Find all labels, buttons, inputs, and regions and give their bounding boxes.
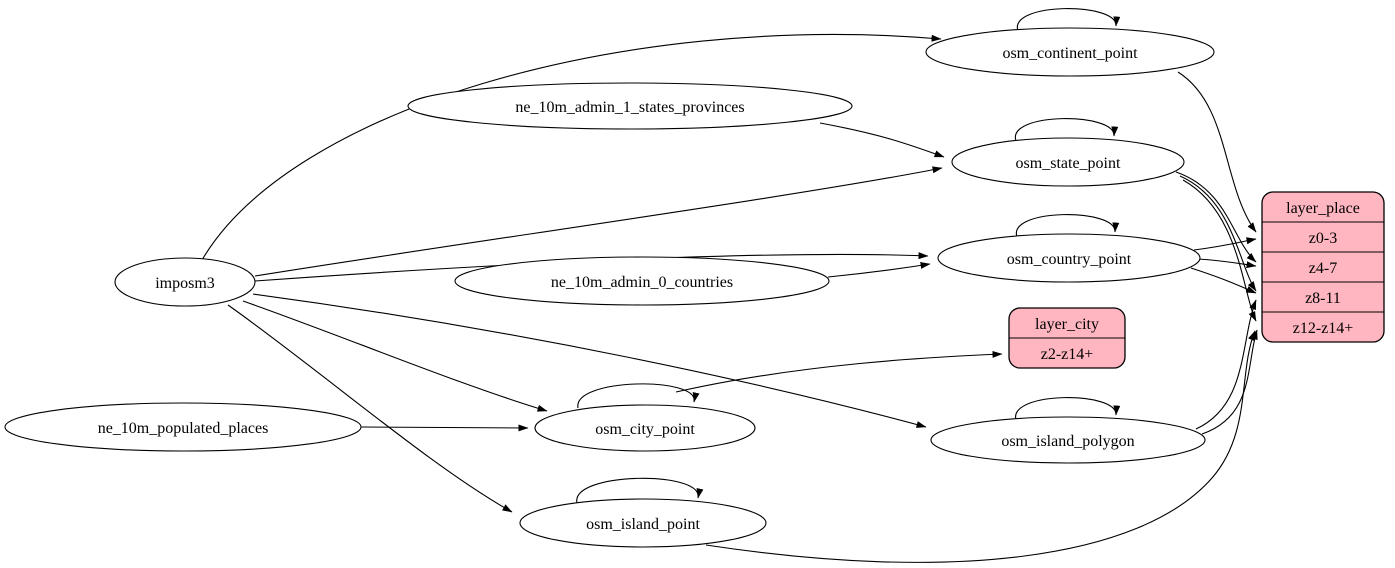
node-ne-10m-admin-1-states-provinces-shape bbox=[407, 82, 853, 130]
self-loop-osm-state-point bbox=[1015, 118, 1119, 142]
record-layer-place-title: layer_place bbox=[1286, 200, 1360, 217]
edge-osm-state-point-to-layer-place-z8-11 bbox=[1179, 175, 1257, 292]
node-ne-10m-admin-0-countries: ne_10m_admin_0_countries bbox=[454, 256, 830, 306]
node-osm-country-point-label: osm_country_point bbox=[1007, 251, 1132, 268]
node-osm-city-point-shape bbox=[534, 404, 756, 452]
edge-imposm3-to-osm-island-polygon bbox=[252, 293, 927, 428]
edge-osm-continent-point-to-layer-place-z0-3 bbox=[1177, 71, 1257, 233]
edge-ne-10m-admin-0-countries-to-osm-country-point bbox=[827, 262, 931, 278]
record-layer-place-row-z4-7: z4-7 bbox=[1309, 260, 1337, 277]
node-imposm3-shape bbox=[114, 257, 256, 307]
edge-osm-country-point-to-layer-place-z4-7 bbox=[1197, 258, 1257, 269]
record-layer-place-box bbox=[1261, 191, 1385, 343]
edge-osm-state-point-to-layer-place-z4-7 bbox=[1175, 171, 1257, 263]
self-loop-osm-island-polygon bbox=[1015, 397, 1121, 421]
record-layer-city-row-z2-z14: z2-z14+ bbox=[1041, 346, 1094, 363]
self-loop-osm-country-point bbox=[1016, 214, 1120, 238]
record-layer-city: layer_city z2-z14+ bbox=[1008, 307, 1126, 369]
edge-osm-island-point-to-layer-place-z12-z14 bbox=[705, 330, 1256, 563]
node-ne-10m-admin-1-states-provinces-label: ne_10m_admin_1_states_provinces bbox=[515, 99, 744, 116]
node-osm-continent-point-label: osm_continent_point bbox=[1002, 45, 1138, 62]
node-osm-island-polygon-shape bbox=[930, 416, 1206, 464]
node-osm-continent-point-shape bbox=[925, 27, 1215, 77]
node-osm-country-point: osm_country_point bbox=[937, 233, 1201, 283]
node-osm-island-point-label: osm_island_point bbox=[586, 516, 700, 533]
record-layer-place-row-z0-3: z0-3 bbox=[1309, 230, 1337, 247]
record-layer-city-title: layer_city bbox=[1035, 316, 1099, 333]
edge-imposm3-to-osm-island-point bbox=[227, 304, 513, 513]
edge-imposm3-to-osm-state-point bbox=[254, 166, 943, 277]
edge-osm-island-polygon-to-layer-place-z8-11 bbox=[1195, 299, 1257, 430]
node-imposm3-label: imposm3 bbox=[155, 275, 215, 292]
node-imposm3: imposm3 bbox=[114, 257, 256, 307]
node-ne-10m-populated-places-shape bbox=[4, 402, 362, 452]
node-ne-10m-populated-places: ne_10m_populated_places bbox=[4, 402, 362, 452]
record-layer-place: layer_place z0-3 z4-7 z8-11 z12-z14+ bbox=[1261, 191, 1385, 343]
node-ne-10m-populated-places-label: ne_10m_populated_places bbox=[98, 420, 269, 437]
node-osm-state-point: osm_state_point bbox=[951, 137, 1185, 187]
node-osm-island-point: osm_island_point bbox=[519, 498, 767, 548]
record-layer-place-row-z8-11: z8-11 bbox=[1305, 290, 1341, 307]
edge-osm-country-point-to-layer-place-z8-11 bbox=[1190, 267, 1257, 294]
node-ne-10m-admin-0-countries-shape bbox=[454, 256, 830, 306]
node-osm-island-point-shape bbox=[519, 498, 767, 548]
edges-group bbox=[201, 8, 1258, 563]
edge-osm-city-point-to-layer-city-z2-z14 bbox=[675, 350, 1003, 393]
edge-ne-10m-populated-places-to-osm-city-point bbox=[360, 424, 529, 432]
self-loop-osm-continent-point bbox=[1017, 8, 1121, 32]
node-ne-10m-admin-0-countries-label: ne_10m_admin_0_countries bbox=[551, 274, 733, 291]
node-osm-island-polygon-label: osm_island_polygon bbox=[1001, 433, 1134, 450]
node-osm-continent-point: osm_continent_point bbox=[925, 27, 1215, 77]
self-loop-osm-city-point bbox=[577, 383, 700, 409]
node-osm-city-point-label: osm_city_point bbox=[595, 421, 695, 438]
node-osm-country-point-shape bbox=[937, 233, 1201, 283]
node-osm-island-polygon: osm_island_polygon bbox=[930, 416, 1206, 464]
edge-imposm3-to-osm-city-point bbox=[242, 300, 548, 412]
edge-ne-10m-admin-1-states-provinces-to-osm-state-point bbox=[819, 122, 945, 158]
edge-imposm3-to-osm-continent-point bbox=[201, 34, 942, 261]
record-layer-place-row-z12-z14: z12-z14+ bbox=[1293, 320, 1354, 337]
node-ne-10m-admin-1-states-provinces: ne_10m_admin_1_states_provinces bbox=[407, 82, 853, 130]
node-osm-city-point: osm_city_point bbox=[534, 404, 756, 452]
edge-osm-island-polygon-to-layer-place-z12-z14 bbox=[1201, 329, 1258, 435]
node-osm-state-point-label: osm_state_point bbox=[1016, 155, 1121, 172]
edge-osm-country-point-to-layer-place-z0-3 bbox=[1193, 237, 1257, 251]
self-loop-osm-island-point bbox=[576, 477, 704, 504]
node-osm-state-point-shape bbox=[951, 137, 1185, 187]
